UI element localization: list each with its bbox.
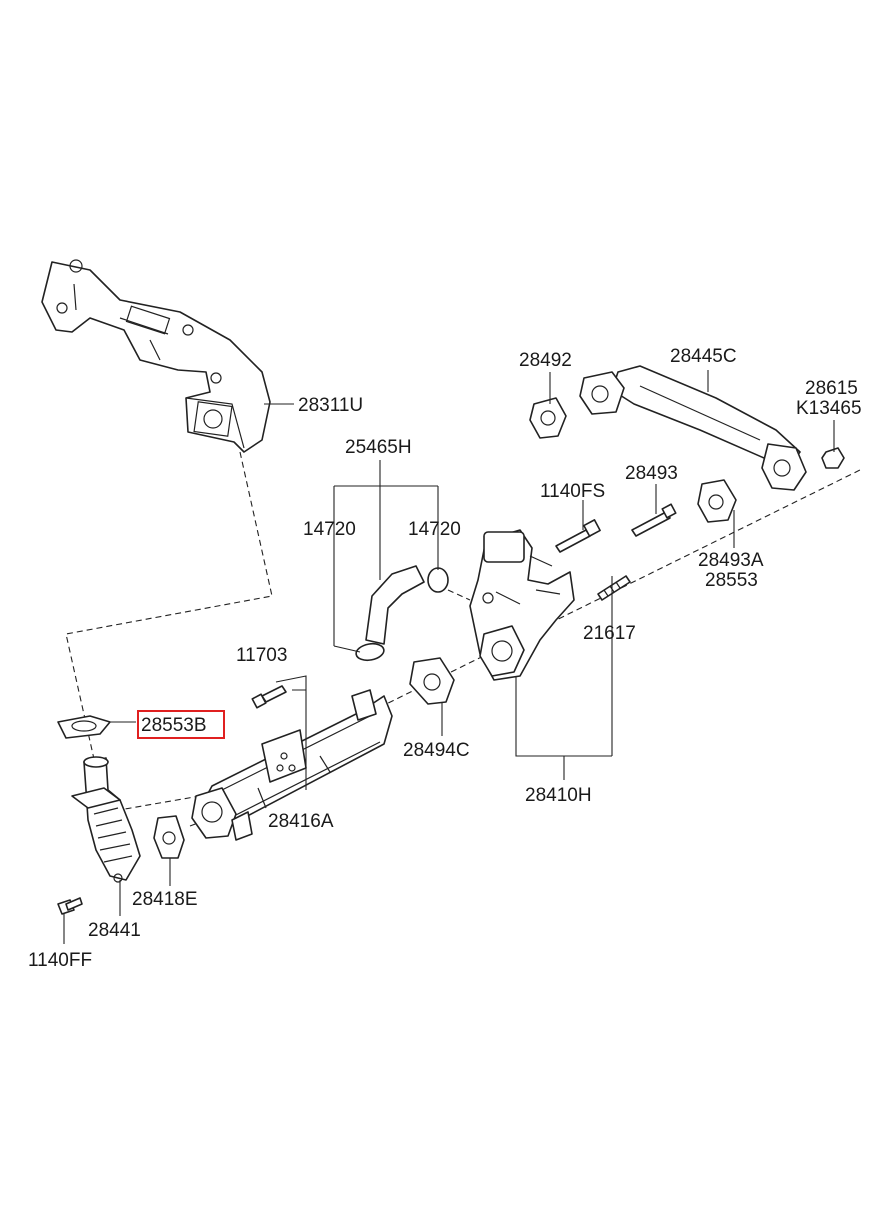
label-28410H[interactable]: 28410H (525, 785, 592, 806)
label-28445C[interactable]: 28445C (670, 346, 737, 367)
label-25465H[interactable]: 25465H (345, 437, 412, 458)
label-1140FS[interactable]: 1140FS (540, 481, 605, 502)
gasket-28492-part[interactable] (529, 397, 567, 439)
label-28494C[interactable]: 28494C (403, 740, 470, 761)
intake-manifold-part[interactable] (41, 259, 271, 453)
label-11703[interactable]: 11703 (236, 645, 287, 666)
highlight-box-28553B (137, 710, 225, 739)
flex-pipe-28441-part[interactable] (71, 756, 141, 883)
label-K13465[interactable]: K13465 (796, 398, 862, 419)
leader-lines (63, 370, 835, 944)
label-21617[interactable]: 21617 (583, 623, 636, 644)
bolt-1140FS-part[interactable] (555, 519, 601, 553)
label-28418E[interactable]: 28418E (132, 889, 198, 910)
label-28492[interactable]: 28492 (519, 350, 572, 371)
stud-21617-part[interactable] (597, 575, 631, 601)
label-28553B[interactable]: 28553B (141, 715, 207, 736)
bolt-28493-part[interactable] (631, 503, 677, 537)
gasket-28553B-part[interactable] (57, 715, 111, 739)
gasket-28418E-part[interactable] (153, 815, 185, 859)
bolt-1140FF-part[interactable] (57, 897, 83, 915)
label-28416A[interactable]: 28416A (268, 811, 334, 832)
label-28615[interactable]: 28615 (805, 378, 858, 399)
gasket-28494C-part[interactable] (409, 657, 455, 705)
egr-pipe-part[interactable] (579, 365, 807, 491)
bolt-11703-part[interactable] (251, 685, 287, 709)
label-28553[interactable]: 28553 (705, 570, 758, 591)
gasket-28493A-part[interactable] (697, 479, 737, 523)
label-1140FF[interactable]: 1140FF (28, 950, 92, 971)
label-14720-right[interactable]: 14720 (408, 519, 461, 540)
egr-cooler-part[interactable] (191, 689, 393, 841)
label-28311U[interactable]: 28311U (298, 395, 363, 416)
nut-K13465-part[interactable] (821, 447, 845, 469)
clamp-14720-right-part[interactable] (427, 567, 449, 593)
clamp-14720-left-part[interactable] (355, 642, 385, 663)
label-28493[interactable]: 28493 (625, 463, 678, 484)
assembly-guide-lines (65, 451, 861, 827)
label-28493A[interactable]: 28493A (698, 550, 764, 571)
hose-25465H-part[interactable] (365, 565, 425, 645)
egr-valve-part[interactable] (469, 529, 575, 681)
label-28441[interactable]: 28441 (88, 920, 141, 941)
label-14720-left[interactable]: 14720 (303, 519, 356, 540)
